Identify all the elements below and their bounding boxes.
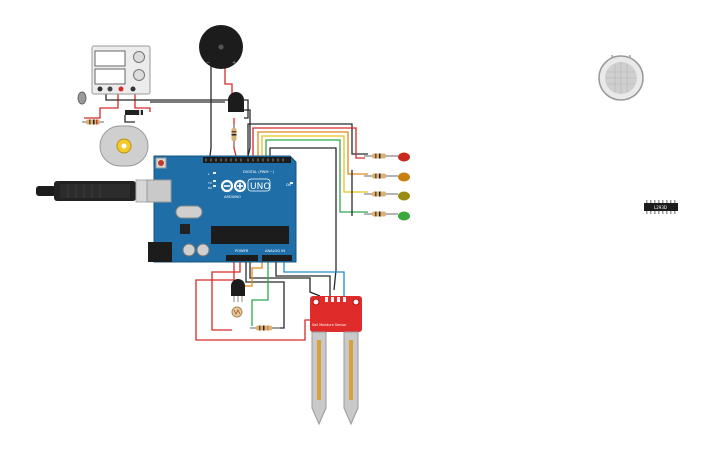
atmega-chip — [211, 226, 289, 244]
power-header[interactable] — [226, 255, 258, 261]
resistor-3[interactable] — [250, 325, 280, 331]
led-resistor-4[interactable] — [364, 211, 398, 217]
led-resistor-1[interactable] — [364, 153, 398, 159]
resistor-1[interactable] — [82, 119, 104, 125]
wires — [84, 66, 368, 341]
power-jack — [148, 242, 172, 262]
board-model: UNO — [250, 182, 270, 192]
usb-jack — [146, 179, 172, 203]
photoresistor[interactable] — [231, 306, 243, 318]
ic-label: L293D — [654, 205, 667, 210]
lamp[interactable] — [77, 91, 87, 105]
wire-bottom-green[interactable] — [251, 262, 269, 326]
wire-led-gnd[interactable] — [269, 147, 337, 291]
crystal — [175, 205, 203, 219]
wire-bottom-red[interactable] — [195, 262, 318, 341]
dc-motor[interactable] — [99, 125, 149, 167]
resistor-2[interactable] — [231, 124, 237, 146]
board-power-label: POWER — [235, 249, 249, 253]
wire-motor-link[interactable] — [124, 115, 135, 123]
buzzer[interactable]: − + — [199, 25, 243, 69]
sensor-label: Soil Moisture Sensor — [312, 323, 347, 327]
soil-moisture-sensor[interactable]: Soil Moisture Sensor — [310, 296, 362, 426]
wire-led-2[interactable] — [252, 127, 365, 159]
regulator — [180, 224, 190, 234]
led-resistor-group — [364, 152, 410, 221]
gas-sensor[interactable] — [598, 55, 644, 101]
led-red[interactable] — [398, 152, 410, 162]
board-rx-label: RX — [208, 186, 212, 190]
led-green[interactable] — [398, 211, 410, 221]
temp-sensor[interactable] — [231, 279, 245, 302]
board-tx-label: TX — [207, 181, 212, 185]
wire-bottom-blue[interactable] — [283, 262, 345, 296]
wire-power-red-2[interactable] — [134, 88, 151, 112]
board-digital-label: DIGITAL (PWM ~) — [243, 170, 275, 174]
wire-led-5[interactable] — [265, 139, 368, 213]
svg-text:−: − — [206, 60, 210, 66]
wire-bottom-gray[interactable] — [275, 262, 331, 296]
power-supply[interactable] — [91, 45, 151, 95]
wire-bottom-black-2[interactable] — [249, 262, 321, 297]
led-resistor-2[interactable] — [364, 173, 398, 179]
board-on-label: ON — [286, 183, 292, 187]
capacitor-1 — [182, 243, 196, 257]
diode[interactable] — [125, 110, 143, 115]
led-olive[interactable] — [398, 191, 410, 201]
svg-text:+: + — [232, 60, 236, 66]
board-l-label: L — [208, 172, 210, 176]
arduino-uno-board[interactable]: ARDUINO UNO DIGITAL (PWM ~) POWER ANALOG… — [146, 155, 297, 263]
wire-power-red[interactable] — [84, 88, 119, 119]
capacitor-2 — [196, 243, 210, 257]
wire-power-black[interactable] — [105, 90, 249, 119]
board-analog-label: ANALOG IN — [265, 249, 285, 253]
wire-buzzer-red[interactable] — [224, 68, 233, 98]
analog-header[interactable] — [262, 255, 292, 261]
wire-transistor-c[interactable] — [243, 109, 251, 157]
wire-led-1[interactable] — [247, 123, 368, 158]
wire-buzzer-black[interactable] — [209, 66, 212, 157]
wire-bottom-orange[interactable] — [244, 262, 263, 287]
transistor[interactable] — [228, 92, 244, 112]
board-brand: ARDUINO — [224, 195, 241, 199]
arduino-logo — [220, 179, 247, 193]
wire-bottom-red-2[interactable] — [211, 262, 241, 331]
motor-driver-ic[interactable]: L293D — [644, 200, 678, 214]
led-resistor-3[interactable] — [364, 191, 398, 197]
wire-led-3[interactable] — [257, 131, 368, 175]
led-orange[interactable] — [398, 172, 410, 182]
